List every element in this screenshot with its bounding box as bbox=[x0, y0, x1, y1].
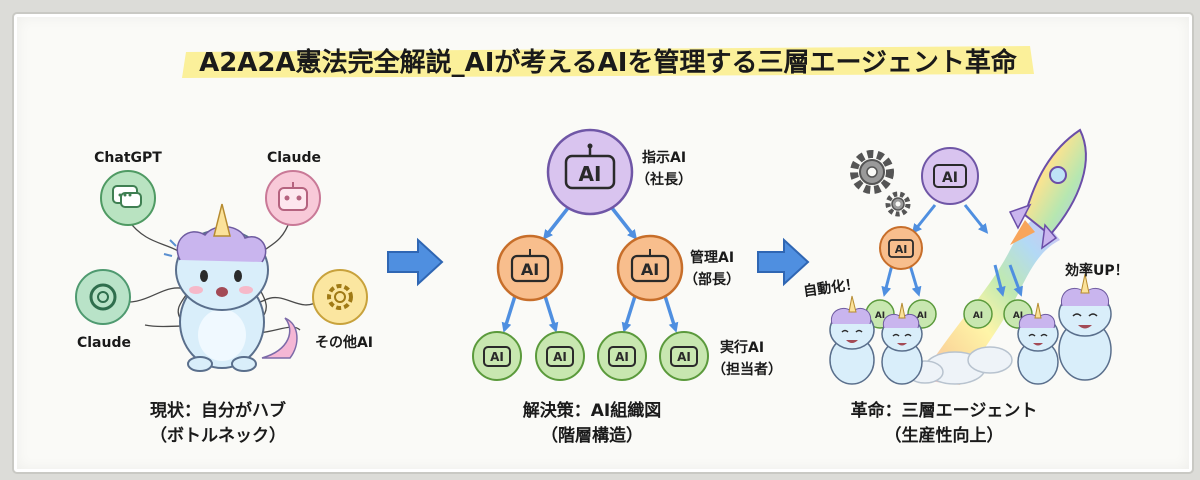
executor-label-1: 実行AI bbox=[720, 339, 764, 356]
stressed-unicorn bbox=[163, 203, 298, 372]
right-manager-ai: AI bbox=[879, 226, 923, 270]
right-panel: AI AI AI AI AI AI bbox=[802, 128, 1129, 446]
right-org-arrows bbox=[881, 204, 1023, 297]
other-ai-label: その他AI bbox=[315, 334, 373, 351]
middle-caption-2: （階層構造） bbox=[541, 425, 643, 446]
transition-arrow-1 bbox=[387, 237, 444, 287]
executor-ai-node-1: AI bbox=[472, 331, 522, 381]
executor-ai-text-3: AI bbox=[615, 350, 629, 364]
happy-unicorn-4 bbox=[1058, 273, 1112, 381]
page-title: A2A2A憲法完全解説_AIが考えるAIを管理する三層エージェント革命 bbox=[199, 47, 1018, 78]
right-director-ai: AI bbox=[921, 147, 979, 205]
efficiency-label: 効率UP！ bbox=[1065, 262, 1129, 279]
executor-ai-text-1: AI bbox=[490, 350, 504, 364]
rocket bbox=[1008, 128, 1087, 250]
manager-ai-left-node: AI bbox=[496, 234, 564, 302]
rainbow-trail bbox=[920, 215, 1060, 385]
left-panel: ChatGPT Claude Claude その他AI bbox=[75, 150, 373, 446]
right-manager-ai-text: AI bbox=[895, 243, 908, 256]
director-label-2: （社長） bbox=[636, 171, 692, 188]
director-label-1: 指示AI bbox=[642, 149, 686, 166]
right-caption-1: 革命：三層エージェント bbox=[851, 400, 1038, 421]
director-ai-text: AI bbox=[579, 162, 602, 186]
gear-icon-large bbox=[850, 150, 894, 194]
middle-caption-1: 解決策：AI組織図 bbox=[523, 400, 661, 421]
right-executor-ai-text-2: AI bbox=[917, 311, 927, 321]
happy-unicorn-3 bbox=[1017, 302, 1059, 385]
manager-label-2: （部長） bbox=[684, 271, 740, 288]
other-ai-circle bbox=[312, 269, 368, 325]
right-executor-ai-text-4: AI bbox=[1013, 311, 1023, 321]
right-executor-ai-text-1: AI bbox=[875, 311, 885, 321]
right-executor-ai-text-3: AI bbox=[973, 311, 983, 321]
executor-ai-text-4: AI bbox=[677, 350, 691, 364]
transition-arrow-2 bbox=[757, 237, 810, 287]
claude-left-circle bbox=[75, 269, 131, 325]
middle-panel: AI 指示AI （社長） AI AI 管理AI （部長） AI AI bbox=[472, 128, 782, 446]
left-caption-2: （ボトルネック） bbox=[150, 425, 286, 446]
executor-ai-node-3: AI bbox=[597, 331, 647, 381]
right-director-ai-text: AI bbox=[942, 170, 958, 186]
executor-ai-text-2: AI bbox=[553, 350, 567, 364]
chatgpt-circle bbox=[100, 170, 156, 226]
chatgpt-label: ChatGPT bbox=[94, 150, 162, 166]
right-caption-2: （生産性向上） bbox=[885, 425, 1004, 446]
title-highlight bbox=[182, 46, 1034, 78]
executor-ai-node-4: AI bbox=[659, 331, 709, 381]
gear-icon-small bbox=[885, 191, 911, 217]
executor-label-2: （担当者） bbox=[712, 361, 782, 378]
manager-ai-left-text: AI bbox=[521, 260, 539, 279]
happy-unicorn-2 bbox=[881, 302, 923, 385]
director-ai-node: AI bbox=[546, 128, 634, 216]
happy-unicorn-1 bbox=[829, 295, 875, 385]
org-arrows bbox=[501, 206, 679, 333]
smoke-cloud bbox=[906, 346, 1013, 385]
left-caption-1: 現状：自分がハブ bbox=[150, 400, 286, 421]
manager-ai-right-node: AI bbox=[616, 234, 684, 302]
claude-top-circle bbox=[265, 170, 321, 226]
auto-label: 自動化！ bbox=[802, 275, 860, 300]
claude-left-label: Claude bbox=[77, 335, 131, 351]
executor-ai-node-2: AI bbox=[535, 331, 585, 381]
manager-ai-right-text: AI bbox=[641, 260, 659, 279]
manager-label-1: 管理AI bbox=[690, 249, 734, 266]
claude-top-label: Claude bbox=[267, 150, 321, 166]
